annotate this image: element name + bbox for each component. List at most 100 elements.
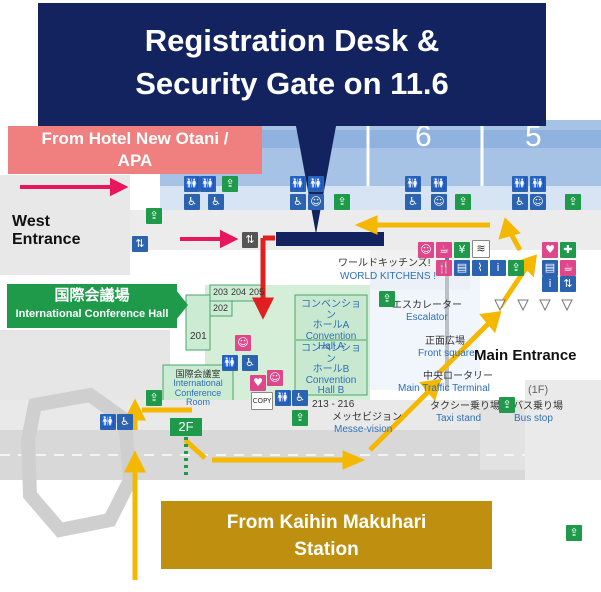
restroom-icon: 🚻	[405, 176, 421, 192]
registration-banner: Registration Desk & Security Gate on 11.…	[38, 3, 546, 126]
restroom-icon: 🚻	[431, 176, 447, 192]
registration-line-1: Registration Desk &	[144, 23, 440, 58]
conference-hall-jp: 国際会議場	[54, 287, 130, 304]
coin-locker-icon: ▤	[542, 260, 558, 276]
hotel-route	[20, 177, 239, 249]
conv-a-en-1: Convention	[305, 330, 357, 342]
emergency-exit-icon: ⇪	[379, 291, 395, 307]
front-square-en: Front square	[418, 348, 475, 359]
accessible-restroom-icon: ♿	[208, 194, 224, 210]
smoking-icon: ⌇	[472, 260, 488, 276]
restroom-icon: 🚻	[308, 176, 324, 192]
room-203: 203	[213, 287, 229, 297]
badge-pointer	[176, 290, 188, 320]
atm-icon: ¥	[454, 242, 470, 258]
emergency-exit-icon: ⇪	[455, 194, 471, 210]
restroom-icon: 🚻	[200, 176, 216, 192]
accessible-restroom-icon: ♿	[405, 194, 421, 210]
station-route	[123, 215, 538, 580]
restroom-icon: 🚻	[530, 176, 546, 192]
main-entrance-label: Main Entrance	[474, 347, 577, 364]
baby-room-icon: ☺	[530, 194, 546, 210]
baby-room-icon: ☺	[431, 194, 447, 210]
hotel-banner: From Hotel New Otani / APA	[8, 126, 262, 174]
west-entrance-line-2: Entrance	[12, 230, 81, 248]
hall-number-5: 5	[525, 120, 542, 153]
registration-route	[251, 235, 275, 320]
info-icon: i	[490, 260, 506, 276]
registration-bar	[276, 232, 384, 246]
conv-b-en-2: Hall B	[317, 385, 345, 396]
emergency-exit-icon: ⇪	[222, 176, 238, 192]
baby-room-icon: ☺	[235, 335, 251, 351]
messe-vision-en: Messe-vision	[334, 424, 393, 435]
conv-a-en-2: Hall A	[317, 341, 345, 352]
escalator-jp: エスカレーター	[392, 300, 462, 311]
conf-room-jp: 国際会議室	[175, 369, 221, 379]
cafe-icon: ☕	[560, 260, 576, 276]
conference-hall-badge: 国際会議場 International Conference Hall	[7, 284, 177, 328]
baby-room-icon: ☺	[308, 194, 324, 210]
accessible-restroom-icon: ♿	[512, 194, 528, 210]
hotel-line-1: From Hotel New Otani /	[41, 129, 229, 148]
taxi-jp: タクシー乗り場	[430, 401, 500, 412]
accessible-restroom-icon: ♿	[184, 194, 200, 210]
restroom-icon: 🚻	[222, 355, 238, 371]
conv-b-jp-1: コンベンション	[301, 343, 361, 365]
conf-room-en-2: Conference	[174, 387, 222, 398]
room-205: 205	[249, 287, 265, 297]
hotel-line-2: APA	[117, 151, 153, 170]
wifi-icon: ≋	[472, 240, 490, 258]
restroom-icon: 🚻	[275, 390, 291, 406]
emergency-exit-icon: ⇪	[146, 208, 162, 224]
emergency-exit-icon: ⇪	[499, 397, 515, 413]
info-icon: i	[542, 276, 558, 292]
conference-hall-en: International Conference Hall	[15, 308, 169, 320]
elevator-icon: ⇅	[560, 276, 576, 292]
baby-room-icon: ☺	[418, 242, 434, 258]
emergency-exit-icon: ⇪	[565, 194, 581, 210]
emergency-exit-icon: ⇪	[146, 390, 162, 406]
west-entrance-line-1: West	[12, 213, 50, 230]
roundabout	[20, 387, 138, 538]
restroom-icon: 🚻	[512, 176, 528, 192]
emergency-exit-icon: ⇪	[508, 260, 524, 276]
restroom-icon: 🚻	[290, 176, 306, 192]
accessible-restroom-icon: ♿	[290, 194, 306, 210]
restroom-icon: 🚻	[100, 414, 116, 430]
west-entrance-label: West Entrance	[12, 213, 80, 248]
rooms-213-216: 213 - 216	[312, 399, 355, 410]
bus-en: Bus stop	[514, 413, 553, 424]
first-aid-icon: ✚	[560, 242, 576, 258]
aed-icon: ♥	[250, 375, 266, 391]
room-202: 202	[213, 303, 229, 313]
elevator-icon: ⇅	[132, 236, 148, 252]
world-kitchens-jp: ワールドキッチンズ!	[338, 258, 431, 269]
baby-room-icon: ☺	[267, 370, 283, 386]
restaurant-icon: 🍴	[436, 260, 452, 276]
conv-b-en-1: Convention	[305, 374, 357, 386]
main-traffic-en: Main Traffic Terminal	[398, 383, 490, 394]
floor-2f-badge: 2F	[170, 418, 202, 436]
station-line-1: From Kaihin Makuhari	[226, 512, 427, 533]
conv-a-jp-2: ホールA	[312, 320, 350, 331]
conv-a-jp-1: コンベンション	[301, 299, 361, 321]
accessible-restroom-icon: ♿	[117, 414, 133, 430]
escalator-en: Escalator	[406, 312, 448, 323]
emergency-exit-icon: ⇪	[334, 194, 350, 210]
aed-icon: ♥	[542, 242, 558, 258]
station-banner: From Kaihin Makuhari Station	[161, 501, 492, 569]
bus-jp: バス乗り場	[513, 401, 563, 412]
copy-icon: COPY	[251, 392, 273, 410]
messe-vision-jp: メッセビジョン	[332, 412, 402, 423]
restroom-icon: 🚻	[184, 176, 200, 192]
accessible-restroom-icon: ♿	[242, 355, 258, 371]
accessible-restroom-icon: ♿	[292, 390, 308, 406]
elevator-icon: ⇅	[242, 232, 258, 248]
emergency-exit-icon: ⇪	[566, 525, 582, 541]
escalators	[494, 299, 573, 312]
conf-room-en-3: Room	[185, 397, 210, 408]
room-201: 201	[190, 331, 207, 342]
main-traffic-jp: 中央ロータリー	[423, 371, 493, 382]
